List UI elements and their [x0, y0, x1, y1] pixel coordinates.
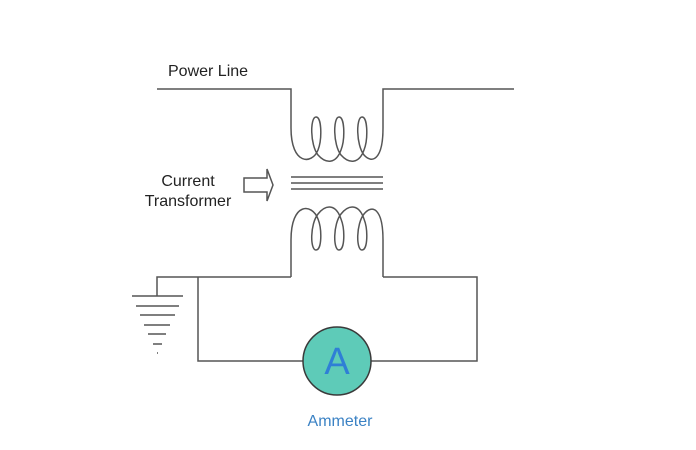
current-transformer-label-line2: Transformer: [145, 193, 232, 210]
secondary-wire-left-down: [197, 277, 303, 362]
ammeter-label: Ammeter: [308, 413, 374, 430]
power-line-left: [157, 88, 292, 128]
secondary-wire-right: [371, 276, 478, 362]
ground-icon: [132, 295, 183, 354]
ammeter-circle: [302, 326, 372, 396]
ammeter-symbol: A: [324, 341, 350, 383]
transformer-core: [291, 176, 383, 190]
current-transformer-label-line1: Current: [161, 173, 215, 190]
arrow-icon: [243, 168, 274, 202]
power-line-label: Power Line: [168, 63, 248, 80]
primary-coil: [290, 116, 384, 162]
secondary-wire-left: [156, 276, 291, 296]
power-line: [157, 88, 514, 128]
secondary-coil: [290, 206, 384, 277]
ammeter: A: [302, 326, 372, 396]
power-line-right: [382, 88, 514, 128]
